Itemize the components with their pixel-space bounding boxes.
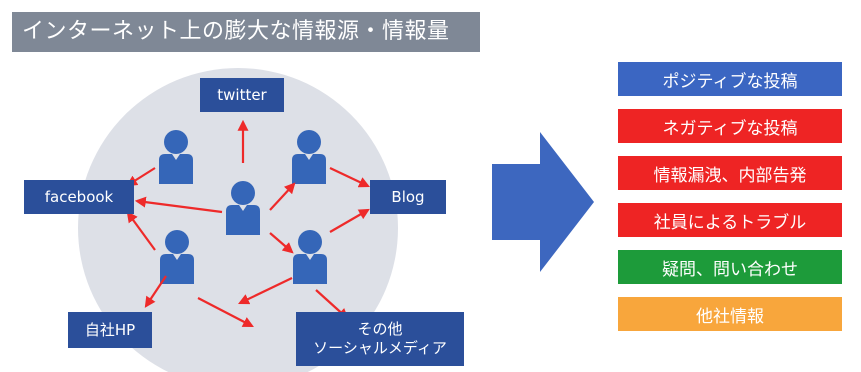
arrow [126, 211, 156, 251]
category-negative: ネガティブな投稿 [618, 109, 842, 143]
arrow [329, 208, 370, 233]
category-positive: ポジティブな投稿 [618, 62, 842, 96]
arrow [134, 196, 223, 214]
other-social-line2: ソーシャルメディア [313, 339, 447, 357]
big-right-arrow [492, 132, 594, 272]
category-leak: 情報漏洩、内部告発 [618, 156, 842, 190]
arrow [197, 297, 254, 328]
hp-node: 自社HP [68, 312, 152, 348]
category-inquiry: 疑問、問い合わせ [618, 250, 842, 284]
other-social-node: その他 ソーシャルメディア [296, 312, 464, 366]
arrow [269, 182, 296, 211]
category-competitor: 他社情報 [618, 297, 842, 331]
arrow [269, 232, 294, 254]
facebook-node: facebook [24, 180, 134, 214]
arrow [329, 167, 370, 188]
other-social-line1: その他 [357, 320, 403, 339]
title-banner: インターネット上の膨大な情報源・情報量 [12, 12, 480, 52]
arrow [238, 277, 293, 305]
twitter-node: twitter [200, 78, 284, 112]
blog-node: Blog [370, 180, 446, 214]
arrow [144, 275, 167, 308]
category-employee-trouble: 社員によるトラブル [618, 203, 842, 237]
